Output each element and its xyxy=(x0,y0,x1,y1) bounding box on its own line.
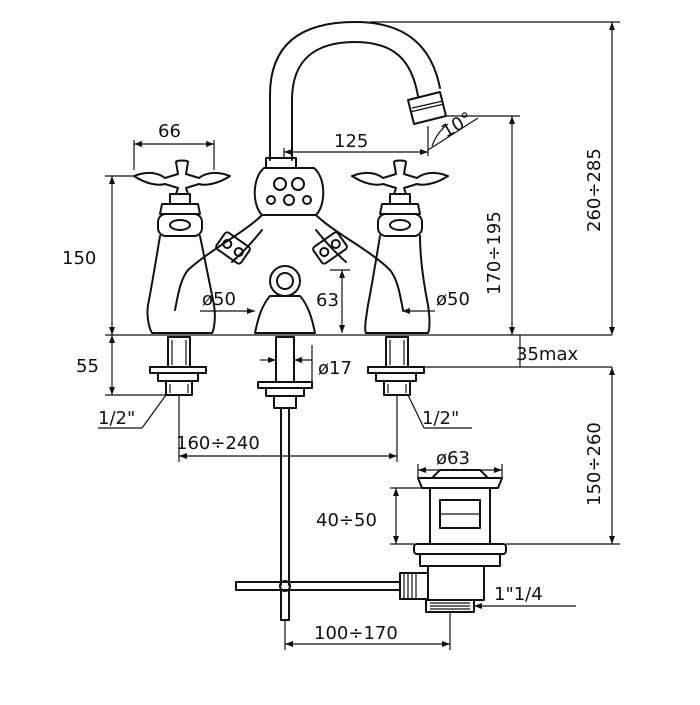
dim-waste-range: 40÷50 xyxy=(316,510,377,531)
center-body xyxy=(174,167,404,334)
dimension-lines xyxy=(98,21,620,650)
dim-spout-angle: 10° xyxy=(438,108,476,142)
center-shank xyxy=(257,336,313,586)
dim-base-dia-right: ø50 xyxy=(436,289,470,310)
dim-spout-height: 170÷195 xyxy=(484,211,505,295)
dim-deck-max: 35max xyxy=(516,344,578,365)
dim-thread-left: 1/2" xyxy=(98,408,135,429)
dim-below-deck: 150÷260 xyxy=(584,422,605,506)
dim-base-dia-left: ø50 xyxy=(202,289,236,310)
dim-thread-right: 1/2" xyxy=(422,408,459,429)
dim-centers: 160÷240 xyxy=(176,433,260,454)
dim-rod-offset: 100÷170 xyxy=(314,623,398,644)
dim-rod-dia: ø17 xyxy=(318,358,352,379)
waste-assembly xyxy=(235,469,507,621)
dim-overall-height: 260÷285 xyxy=(584,148,605,232)
dim-handle-span: 66 xyxy=(158,121,181,142)
dim-center-body-height: 63 xyxy=(316,290,339,311)
right-valve xyxy=(351,159,449,334)
dim-spout-reach: 125 xyxy=(334,131,368,152)
dim-waste-dia: ø63 xyxy=(436,448,470,469)
left-shank xyxy=(149,336,207,396)
spout xyxy=(265,21,447,169)
left-valve xyxy=(133,159,231,334)
dim-valve-height: 150 xyxy=(62,248,96,269)
dim-shank-length: 55 xyxy=(76,356,99,377)
right-shank xyxy=(367,336,425,396)
dim-waste-thread: 1"1/4 xyxy=(494,584,543,605)
